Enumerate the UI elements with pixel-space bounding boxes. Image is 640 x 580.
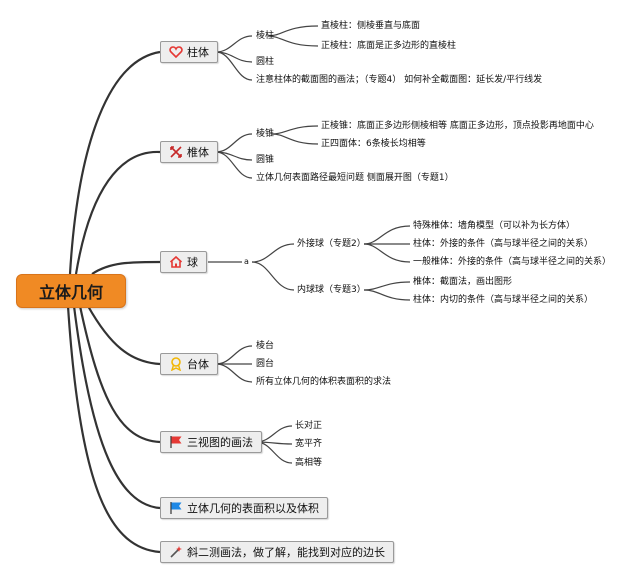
- blue-flag-icon: [169, 501, 183, 515]
- leaf-cylinder[interactable]: 圆柱: [256, 57, 275, 67]
- node-label: 台体: [187, 358, 209, 371]
- node-three-views[interactable]: 三视图的画法: [160, 431, 262, 453]
- leaf-pyramid-inscribed[interactable]: 椎体：截面法，画出图形: [413, 277, 513, 287]
- root-node[interactable]: 立体几何: [16, 274, 126, 308]
- connector-label: a: [244, 257, 249, 266]
- leaf-volume-area[interactable]: 所有立体几何的体积表面积的求法: [256, 377, 392, 387]
- leaf-width-level[interactable]: 宽平齐: [295, 439, 323, 449]
- node-cone-pyramid[interactable]: 椎体: [160, 141, 218, 163]
- node-label: 柱体: [187, 46, 209, 59]
- leaf-cone[interactable]: 圆锥: [256, 155, 275, 165]
- leaf-height-equal[interactable]: 高相等: [295, 458, 323, 468]
- leaf-general-pyramid[interactable]: 一般椎体：外接的条件（高与球半径之间的关系）: [413, 257, 612, 267]
- node-label: 椎体: [187, 146, 209, 159]
- leaf-corner-model[interactable]: 特殊椎体：墙角模型（可以补为长方体）: [413, 221, 576, 231]
- leaf-circumscribed-sphere[interactable]: 外接球（专题2）: [297, 239, 366, 249]
- leaf-regular-pyramid[interactable]: 正棱锥：底面正多边形侧棱相等 底面正多边形，顶点投影再地面中心: [321, 121, 594, 131]
- leaf-prism-frustum[interactable]: 棱台: [256, 341, 275, 351]
- node-label: 球: [187, 256, 198, 269]
- node-surface-volume[interactable]: 立体几何的表面积以及体积: [160, 497, 328, 519]
- node-prism-cylinder[interactable]: 柱体: [160, 41, 218, 63]
- leaf-cone-frustum[interactable]: 圆台: [256, 359, 275, 369]
- cross-arrows-icon: [169, 145, 183, 159]
- leaf-pyramid[interactable]: 棱锥: [256, 129, 275, 139]
- red-flag-icon: [169, 435, 183, 449]
- node-label: 斜二测画法，做了解，能找到对应的边长: [187, 546, 385, 559]
- leaf-regular-tetrahedron[interactable]: 正四面体：6条棱长均相等: [321, 139, 426, 149]
- leaf-shortest-path[interactable]: 立体几何表面路径最短问题 侧面展开图（专题1）: [256, 173, 454, 183]
- medal-icon: [169, 357, 183, 371]
- leaf-regular-prism[interactable]: 正棱柱：底面是正多边形的直棱柱: [321, 41, 457, 51]
- magic-wand-icon: [169, 545, 183, 559]
- leaf-length-aligned[interactable]: 长对正: [295, 421, 323, 431]
- node-sphere[interactable]: 球: [160, 251, 207, 273]
- heart-icon: [169, 45, 183, 59]
- home-icon: [169, 255, 183, 269]
- node-label: 三视图的画法: [187, 436, 253, 449]
- leaf-right-prism[interactable]: 直棱柱：侧棱垂直与底面: [321, 21, 421, 31]
- leaf-prism[interactable]: 棱柱: [256, 31, 275, 41]
- node-frustum[interactable]: 台体: [160, 353, 218, 375]
- leaf-cross-section-note[interactable]: 注意柱体的截面图的画法；（专题4） 如何补全截面图：延长发/平行线发: [256, 75, 543, 85]
- node-label: 立体几何的表面积以及体积: [187, 502, 319, 515]
- leaf-prism-inscribed[interactable]: 柱体：内切的条件（高与球半径之间的关系）: [413, 295, 594, 305]
- node-oblique-drawing[interactable]: 斜二测画法，做了解，能找到对应的边长: [160, 541, 394, 563]
- leaf-prism-circumscribed[interactable]: 柱体：外接的条件（高与球半径之间的关系）: [413, 239, 594, 249]
- leaf-inscribed-sphere[interactable]: 内球球（专题3）: [297, 285, 366, 295]
